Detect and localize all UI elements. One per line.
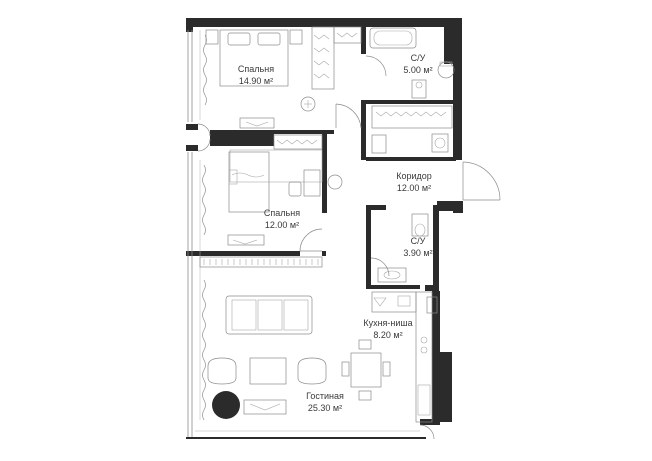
- room-name: Коридор: [396, 171, 432, 181]
- corridor-fixtures: [371, 105, 501, 201]
- room-name: Спальня: [238, 64, 274, 74]
- room-area: 8.20 м²: [373, 330, 402, 340]
- bathroom-1-fixtures: [365, 27, 455, 99]
- room-name: Кухня-ниша: [363, 318, 412, 328]
- room-name: Спальня: [264, 208, 300, 218]
- room-area: 5.00 м²: [403, 65, 432, 75]
- kitchen-fixtures: [341, 291, 438, 423]
- room-area: 3.90 м²: [403, 248, 432, 258]
- bedroom-1-furniture: [203, 26, 362, 129]
- room-name: С/У: [411, 236, 426, 246]
- living-room-furniture: [199, 256, 435, 440]
- wc-2-fixtures: [370, 213, 429, 283]
- room-area: 14.90 м²: [239, 76, 273, 86]
- windows: [187, 30, 420, 437]
- room-area: 25.30 м²: [308, 403, 342, 413]
- walls: [186, 18, 463, 439]
- room-name: С/У: [411, 53, 426, 63]
- room-labels: Спальня 14.90 м² С/У 5.00 м² Спальня 12.…: [238, 53, 433, 413]
- room-area: 12.00 м²: [397, 183, 431, 193]
- room-area: 12.00 м²: [265, 220, 299, 230]
- bedroom-2-furniture: [202, 134, 343, 252]
- room-name: Гостиная: [306, 391, 344, 401]
